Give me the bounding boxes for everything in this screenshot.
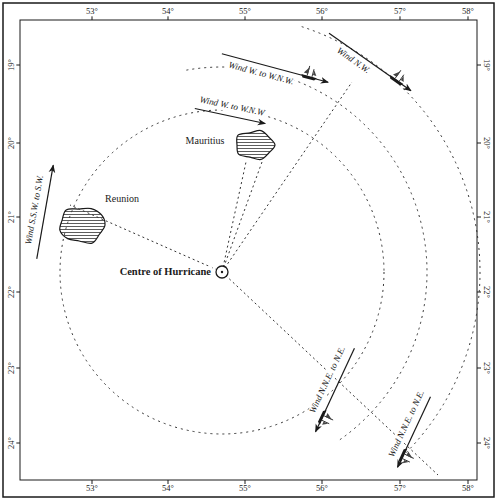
- reunion-island: [60, 208, 105, 243]
- island-name: Mauritius: [185, 135, 226, 146]
- wind-label: Wind N.N.E. to N.E.: [308, 344, 348, 416]
- longitude-label: 55°: [238, 484, 252, 493]
- latitude-label: 24°: [481, 436, 490, 450]
- longitude-label: 56°: [315, 484, 329, 493]
- longitude-label: 58°: [461, 7, 475, 16]
- wind-arrow: [329, 33, 411, 90]
- wind-label: Wind W. to W.N.W.: [226, 60, 295, 87]
- longitude-label: 58°: [461, 484, 475, 493]
- outer-frame: [3, 3, 494, 497]
- longitude-label: 53°: [85, 7, 99, 16]
- latitude-label: 20°: [481, 136, 490, 150]
- centre-label: Centre of Hurricane: [119, 266, 212, 278]
- longitude-label: 53°: [85, 484, 99, 493]
- ship-symbol: [317, 409, 336, 429]
- ship-symbol: [389, 67, 410, 87]
- wind-label: Wind S.S.W. to S.W.: [24, 174, 46, 247]
- island-name: Reunion: [104, 193, 140, 204]
- ship-symbol: [398, 447, 417, 467]
- latitude-label: 19°: [481, 58, 490, 72]
- radial-line: [222, 162, 262, 272]
- latitude-label: 20°: [7, 136, 16, 150]
- latitude-label: 21°: [7, 210, 16, 224]
- latitude-label: 21°: [481, 210, 490, 224]
- longitude-label: 56°: [315, 7, 329, 16]
- latitude-label: 22°: [7, 285, 16, 299]
- radial-line: [222, 162, 246, 272]
- storm-arc: [302, 27, 480, 455]
- inner-frame: [20, 20, 477, 480]
- longitude-label: 55°: [238, 7, 252, 16]
- mauritius-island: [237, 130, 275, 159]
- storm-arc: [186, 67, 427, 440]
- longitude-label: 54°: [161, 484, 175, 493]
- latitude-label: 22°: [481, 285, 490, 299]
- storm-circle: [60, 110, 384, 434]
- wind-label: Wind N.W.: [334, 46, 372, 77]
- latitude-label: 24°: [7, 436, 16, 450]
- wind-label: Wind W. to W.N.W: [198, 95, 266, 119]
- hurricane-centre-dot: [221, 271, 223, 273]
- latitude-label: 23°: [481, 361, 490, 375]
- longitude-label: 54°: [161, 7, 175, 16]
- ship-symbol: [301, 64, 320, 81]
- longitude-label: 57°: [393, 7, 407, 16]
- latitude-label: 23°: [7, 361, 16, 375]
- latitude-label: 19°: [7, 58, 16, 72]
- hurricane-centre: [216, 266, 228, 278]
- wind-label: Wind N.N.E. to N.E.: [386, 388, 426, 460]
- longitude-label: 57°: [393, 484, 407, 493]
- radial-line: [222, 272, 438, 475]
